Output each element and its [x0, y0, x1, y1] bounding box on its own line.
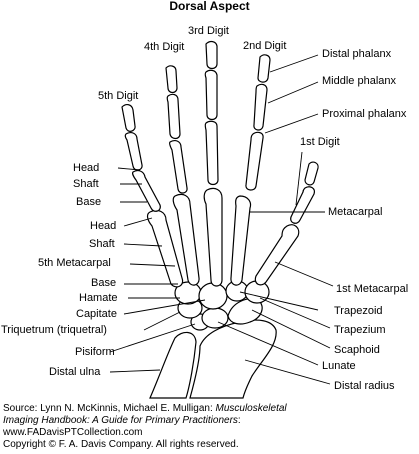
label-distal-radius: Distal radius — [334, 380, 395, 392]
source-line-1: Source: Lynn N. McKinnis, Michael E. Mul… — [3, 403, 287, 415]
second-metacarpal-bone — [230, 195, 252, 286]
label-base-upper: Base — [76, 196, 102, 208]
label-pisiform: Pisiform — [75, 346, 115, 358]
source-copyright: Copyright © F. A. Davis Company. All rig… — [3, 439, 239, 450]
label-trapezium: Trapezium — [334, 324, 386, 336]
first-metacarpal-bone — [254, 224, 300, 286]
source-website: www.FADavisPTCollection.com — [3, 427, 143, 438]
label-metacarpal: Metacarpal — [328, 206, 383, 218]
label-lunate: Lunate — [322, 360, 356, 372]
source-prefix: Source: Lynn N. McKinnis, Michael E. Mul… — [3, 403, 216, 414]
figure-title: Dorsal Aspect — [169, 0, 250, 13]
source-book-title-1: Musculoskeletal — [215, 403, 287, 414]
label-head-upper: Head — [73, 162, 100, 174]
capitate-bone — [198, 282, 228, 310]
label-trapezoid: Trapezoid — [334, 305, 383, 317]
label-4th-digit: 4th Digit — [144, 41, 185, 53]
forearm-bones — [149, 319, 277, 399]
distal-radius-bone — [189, 319, 277, 399]
scaphoid-bone — [227, 298, 263, 325]
label-1st-digit: 1st Digit — [300, 136, 340, 148]
label-proximal-phalanx: Proximal phalanx — [322, 108, 407, 120]
third-metacarpal-bone — [203, 187, 223, 287]
first-digit-phalanges — [290, 161, 319, 224]
leader-lines — [109, 54, 334, 385]
label-hamate: Hamate — [79, 292, 118, 304]
label-5th-digit: 5th Digit — [98, 90, 139, 102]
fourth-digit-phalanges — [165, 65, 188, 194]
third-digit-phalanges — [204, 40, 219, 186]
label-3rd-digit: 3rd Digit — [188, 25, 229, 37]
label-middle-phalanx: Middle phalanx — [322, 75, 396, 87]
distal-ulna-bone — [149, 331, 197, 399]
source-line2-suffix: : — [237, 415, 241, 426]
second-digit-phalanges — [245, 54, 271, 191]
label-head-lower: Head — [90, 220, 117, 232]
label-shaft-upper: Shaft — [73, 178, 99, 190]
label-shaft-lower: Shaft — [89, 238, 115, 250]
label-5th-metacarpal: 5th Metacarpal — [38, 257, 111, 269]
label-scaphoid: Scaphoid — [334, 344, 380, 356]
label-1st-metacarpal: 1st Metacarpal — [336, 283, 409, 295]
label-triquetrum: Triquetrum (triquetral) — [1, 324, 107, 336]
carpal-bones — [174, 280, 270, 331]
label-2nd-digit: 2nd Digit — [243, 40, 287, 52]
source-line-2: Imaging Handbook: A Guide for Primary Pr… — [3, 415, 241, 427]
label-capitate: Capitate — [76, 308, 117, 320]
source-book-title-2: Imaging Handbook: A Guide for Primary Pr… — [3, 415, 238, 426]
label-base-lower: Base — [91, 277, 117, 289]
fifth-digit-phalanges — [121, 104, 161, 212]
label-distal-phalanx: Distal phalanx — [322, 48, 392, 60]
fourth-metacarpal-bone — [172, 193, 200, 286]
label-distal-ulna: Distal ulna — [49, 366, 101, 378]
metacarpal-bones — [146, 187, 300, 288]
fifth-metacarpal-bone — [146, 209, 184, 288]
